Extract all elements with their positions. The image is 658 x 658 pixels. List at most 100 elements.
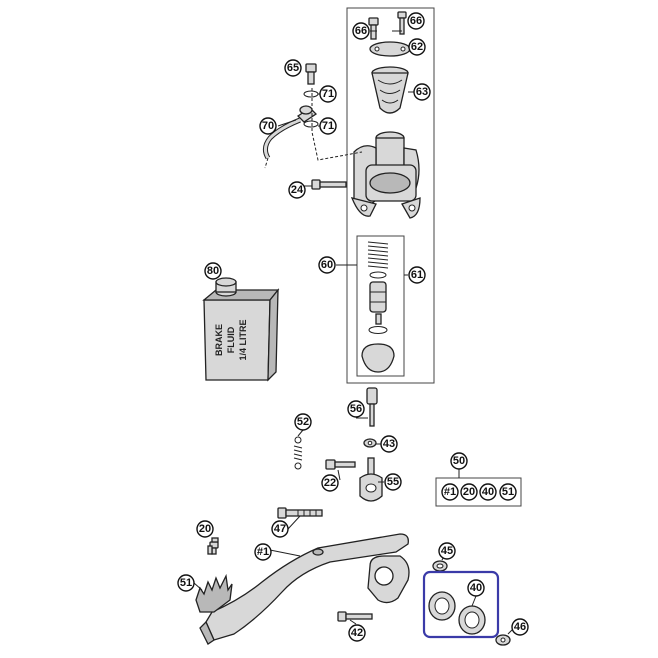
washer-upper xyxy=(303,90,319,98)
bearing-highlight-box[interactable] xyxy=(422,570,500,639)
callout-kit-1: #1 xyxy=(441,483,459,501)
callout-kit-20-text: 20 xyxy=(463,486,475,498)
callout-22-text: 22 xyxy=(324,477,336,489)
callout-kit-51-text: 51 xyxy=(502,486,514,498)
callout-43: 43 xyxy=(380,435,398,453)
callout-50-text: 50 xyxy=(453,455,465,467)
brake-fluid-bottle: BRAKE FLUID 1/4 LITRE xyxy=(202,277,280,382)
bolt-22 xyxy=(325,459,356,470)
piston-seal-ring xyxy=(369,271,387,279)
brake-hose xyxy=(262,105,318,169)
circlip xyxy=(368,326,388,334)
callout-20-text: 20 xyxy=(199,523,211,535)
callout-70-text: 70 xyxy=(262,120,274,132)
bottle-label-line-1: BRAKE xyxy=(214,324,224,356)
callout-56-text: 56 xyxy=(350,403,362,415)
callout-62-text: 62 xyxy=(411,41,423,53)
callout-71-upper-text: 71 xyxy=(322,88,334,100)
callout-51: 51 xyxy=(177,574,195,592)
piston-rod xyxy=(375,313,382,325)
bolt-42 xyxy=(337,611,373,622)
master-cylinder-group-frame xyxy=(346,7,435,384)
callout-kit-40: 40 xyxy=(479,483,497,501)
reservoir-cap xyxy=(369,41,411,57)
bearing-outer xyxy=(428,591,456,621)
callout-22: 22 xyxy=(321,474,339,492)
callout-24-text: 24 xyxy=(291,184,304,196)
diaphragm xyxy=(371,66,409,114)
callout-80-text: 80 xyxy=(207,265,219,277)
bolt-24 xyxy=(311,179,347,190)
callout-65: 65 xyxy=(284,59,302,77)
callout-kit-1-text: #1 xyxy=(444,486,456,498)
clevis xyxy=(359,457,383,502)
bottle-label-line-2: FLUID xyxy=(226,326,236,353)
callout-61-text: 61 xyxy=(411,269,423,281)
callout-52-text: 52 xyxy=(297,416,309,428)
banjo-bolt xyxy=(305,63,317,85)
callout-61: 61 xyxy=(408,266,426,284)
callout-56: 56 xyxy=(347,400,365,418)
nut-46 xyxy=(495,634,511,646)
callout-pedal-1-text: #1 xyxy=(257,546,269,558)
washer-lower xyxy=(303,120,319,128)
dust-boot xyxy=(361,343,395,373)
callout-60: 60 xyxy=(318,256,336,274)
callout-24: 24 xyxy=(288,181,306,199)
callout-46: 46 xyxy=(511,618,529,636)
callout-40: 40 xyxy=(467,579,485,597)
callout-20: 20 xyxy=(196,520,214,538)
callout-66-right: 66 xyxy=(407,12,425,30)
return-spring xyxy=(293,436,303,470)
bearing-inner xyxy=(458,605,486,635)
callout-50: 50 xyxy=(450,452,468,470)
callout-63-text: 63 xyxy=(416,86,428,98)
piston-kit-frame xyxy=(356,235,405,377)
callout-45: 45 xyxy=(438,542,456,560)
callout-42: 42 xyxy=(348,624,366,642)
callout-55: 55 xyxy=(384,473,402,491)
lock-nut xyxy=(363,438,377,448)
screw-top-right xyxy=(397,11,407,35)
brake-pedal xyxy=(199,533,410,645)
master-cylinder-body xyxy=(350,131,421,219)
push-rod xyxy=(366,387,378,427)
callout-47-text: 47 xyxy=(274,523,286,535)
callout-66-left: 66 xyxy=(352,22,370,40)
washer-45-hole xyxy=(436,563,444,569)
pedal-tip xyxy=(195,573,233,613)
callout-40-text: 40 xyxy=(470,582,482,594)
callout-71-lower-text: 71 xyxy=(322,120,334,132)
callout-kit-20: 20 xyxy=(460,483,478,501)
callout-80: 80 xyxy=(204,262,222,280)
callout-51-text: 51 xyxy=(180,577,192,589)
screw-20 xyxy=(207,537,219,555)
callout-65-text: 65 xyxy=(287,62,299,74)
callout-66-right-text: 66 xyxy=(410,15,422,27)
callout-71-lower: 71 xyxy=(319,117,337,135)
callout-pedal-1: #1 xyxy=(254,543,272,561)
bottle-label-line-3: 1/4 LITRE xyxy=(238,319,248,360)
callout-71-upper: 71 xyxy=(319,85,337,103)
callout-47: 47 xyxy=(271,520,289,538)
callout-63: 63 xyxy=(413,83,431,101)
kit-frame xyxy=(435,477,522,507)
callout-62: 62 xyxy=(408,38,426,56)
callout-70: 70 xyxy=(259,117,277,135)
callout-45-text: 45 xyxy=(441,545,453,557)
callout-42-text: 42 xyxy=(351,627,363,639)
callout-66-left-text: 66 xyxy=(355,25,367,37)
callout-60-text: 60 xyxy=(321,259,333,271)
callout-kit-51: 51 xyxy=(499,483,517,501)
piston-spring xyxy=(367,241,389,269)
callout-55-text: 55 xyxy=(387,476,399,488)
hose-leader xyxy=(311,88,363,161)
callout-43-text: 43 xyxy=(383,438,395,450)
pivot-bolt xyxy=(277,507,323,519)
screw-top-left xyxy=(368,17,379,40)
callout-52: 52 xyxy=(294,413,312,431)
callout-46-text: 46 xyxy=(514,621,526,633)
piston xyxy=(369,281,387,313)
